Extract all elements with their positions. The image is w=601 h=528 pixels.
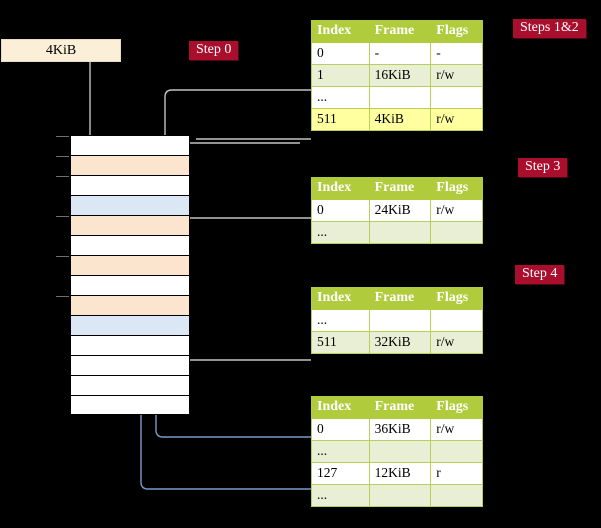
table-row: ... (311, 440, 483, 463)
table-cell (430, 440, 483, 463)
memory-frame-row (56, 155, 190, 175)
table-cell: r/w (430, 64, 483, 87)
badge-steps-1-and-2: Steps 1&2 (513, 19, 586, 38)
table-cell (368, 221, 432, 244)
table-cell: 0 (311, 199, 370, 222)
memory-frame-tick (56, 136, 69, 137)
table-cell: 32KiB (368, 331, 432, 354)
table-cell: 1 (311, 64, 370, 87)
table-cell: 0 (311, 418, 370, 441)
table-cell: 36KiB (368, 418, 432, 441)
memory-frame-tick (56, 156, 69, 157)
table-row: ... (311, 221, 483, 244)
table-row: ... (311, 309, 483, 332)
table-cell: ... (311, 484, 370, 507)
table-cell: - (368, 42, 432, 65)
table-cell: r/w (430, 108, 483, 131)
table-cell: 16KiB (368, 64, 432, 87)
memory-frame-row (56, 135, 190, 155)
table-row: ... (311, 484, 483, 507)
memory-frame-row (70, 395, 190, 415)
memory-frame-row (70, 375, 190, 395)
memory-frame-row (70, 355, 190, 375)
memory-frame-tick (56, 216, 69, 217)
memory-frame-row (70, 335, 190, 355)
table-header-flags: Flags (430, 20, 483, 43)
table-header-frame: Frame (368, 396, 432, 419)
table-cell: r/w (430, 418, 483, 441)
badge-step-4: Step 4 (515, 265, 565, 284)
table-cell (368, 440, 432, 463)
table-header-index: Index (311, 177, 370, 200)
memory-frame-tick (56, 176, 69, 177)
table-header-frame: Frame (368, 287, 432, 310)
table-cell: r/w (430, 331, 483, 354)
memory-frame-row (56, 175, 190, 195)
table-row: 0-- (311, 42, 483, 65)
memory-frame-tick (56, 296, 69, 297)
memory-frame-row (70, 275, 190, 295)
table-cell (368, 484, 432, 507)
badge-step-0: Step 0 (189, 41, 239, 60)
table-header-flags: Flags (430, 287, 483, 310)
table-cell: 12KiB (368, 462, 432, 485)
table-cell: 511 (311, 108, 370, 131)
table-row: ... (311, 86, 483, 109)
table-header-index: Index (311, 287, 370, 310)
table-cell: ... (311, 86, 370, 109)
memory-frame-row (70, 315, 190, 335)
table-cell (368, 86, 432, 109)
callout-4kib: 4KiB (1, 39, 121, 62)
table-cell (430, 221, 483, 244)
table-cell (430, 484, 483, 507)
table-cell: - (430, 42, 483, 65)
memory-frame-row (56, 255, 190, 275)
table-cell: r/w (430, 199, 483, 222)
table-cell (430, 309, 483, 332)
memory-frame-row (56, 215, 190, 235)
physical-memory-column (56, 135, 190, 416)
table-cell: 127 (311, 462, 370, 485)
table-header-index: Index (311, 396, 370, 419)
table-cell: r (430, 462, 483, 485)
table-cell: 24KiB (368, 199, 432, 222)
table-cell: 0 (311, 42, 370, 65)
table-cell: 4KiB (368, 108, 432, 131)
table-cell: ... (311, 309, 370, 332)
memory-frame-tick (56, 256, 69, 257)
memory-frame-row (70, 235, 190, 255)
badge-step-3: Step 3 (518, 158, 568, 177)
table-header-frame: Frame (368, 177, 432, 200)
table-cell: 511 (311, 331, 370, 354)
table-cell (430, 86, 483, 109)
table-cell (368, 309, 432, 332)
table-header-flags: Flags (430, 177, 483, 200)
memory-frame-row (56, 295, 190, 315)
table-cell: ... (311, 440, 370, 463)
table-header-frame: Frame (368, 20, 432, 43)
table-cell: ... (311, 221, 370, 244)
memory-frame-row (70, 195, 190, 215)
table-header-flags: Flags (430, 396, 483, 419)
table-header-index: Index (311, 20, 370, 43)
